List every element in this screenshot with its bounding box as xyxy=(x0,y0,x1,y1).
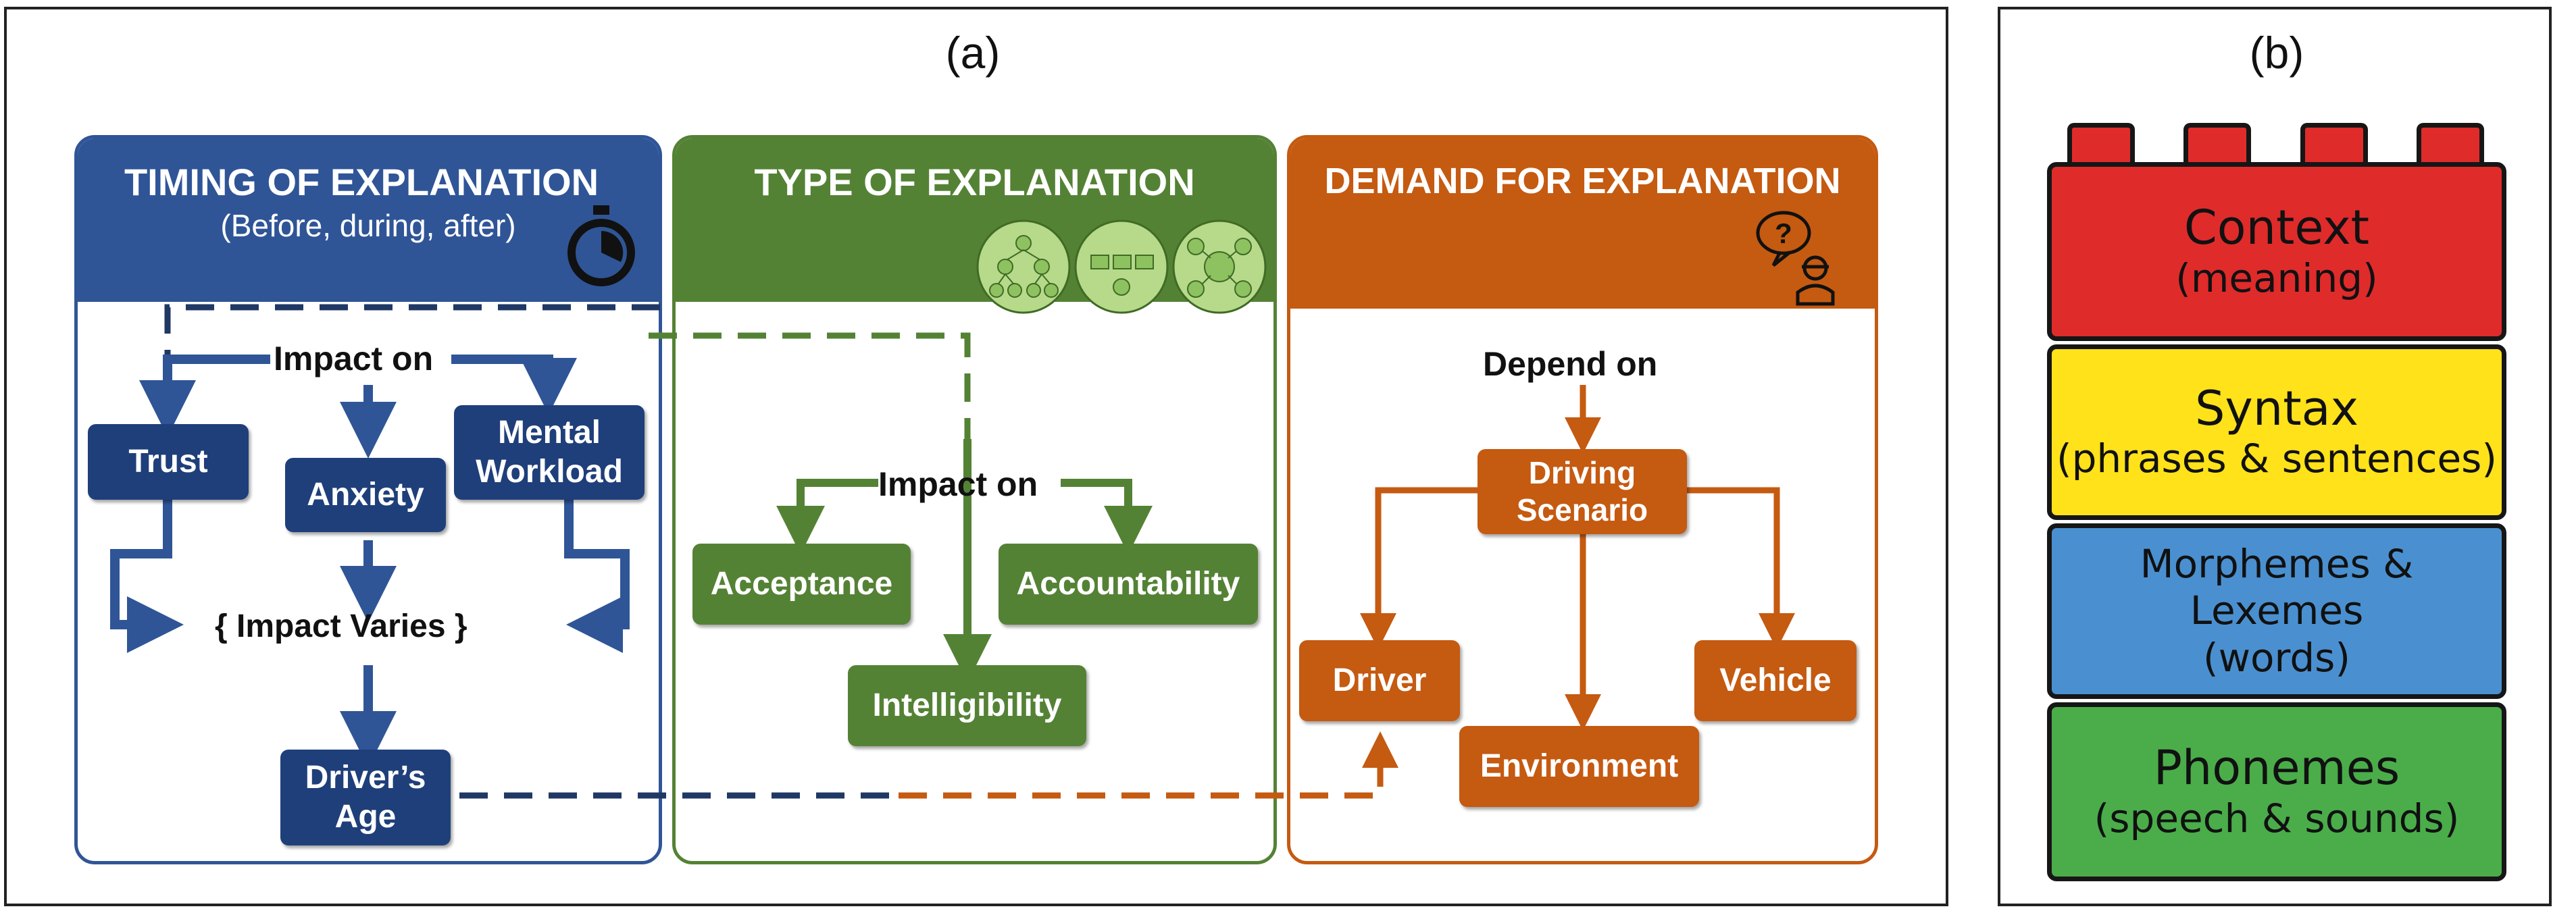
type-impact-on-label: Impact on xyxy=(878,465,1038,503)
mental-workload-box: Mental Workload xyxy=(454,405,645,500)
morphemes-sub: (words) xyxy=(2202,634,2351,681)
morphemes-layer: Morphemes & Lexemes (words) xyxy=(2047,523,2506,699)
anxiety-box: Anxiety xyxy=(285,458,446,532)
phonemes-title: Phonemes xyxy=(2153,740,2400,796)
svg-text:?: ? xyxy=(1775,217,1792,249)
vehicle-box: Vehicle xyxy=(1694,640,1857,721)
question-person-icon: ? xyxy=(1756,211,1835,306)
context-sub: (meaning) xyxy=(2175,255,2378,301)
driver-box: Driver xyxy=(1299,640,1460,721)
stopwatch-icon xyxy=(567,205,635,286)
syntax-sub: (phrases & sentences) xyxy=(2056,436,2498,482)
acceptance-box: Acceptance xyxy=(692,544,911,625)
intelligibility-box: Intelligibility xyxy=(848,665,1086,746)
driving-scenario-box: Driving Scenario xyxy=(1478,449,1687,534)
phonemes-layer: Phonemes (speech & sounds) xyxy=(2047,702,2506,881)
phonemes-sub: (speech & sounds) xyxy=(2094,795,2460,841)
timing-impact-on-label: Impact on xyxy=(274,340,434,377)
trust-box: Trust xyxy=(88,424,249,500)
timing-header xyxy=(78,138,659,302)
syntax-layer: Syntax (phrases & sentences) xyxy=(2047,344,2506,520)
morphemes-title: Morphemes & Lexemes xyxy=(2140,540,2414,634)
depend-on-label: Depend on xyxy=(1483,345,1658,383)
demand-title: DEMAND FOR EXPLANATION xyxy=(1324,161,1841,201)
context-layer: Context (meaning) xyxy=(2047,162,2506,341)
panel-b-label: (b) xyxy=(2249,28,2304,78)
timing-subtitle: (Before, during, after) xyxy=(220,208,516,243)
panel-a-label: (a) xyxy=(945,28,1001,78)
accountability-box: Accountability xyxy=(999,544,1258,625)
impact-varies-label: { Impact Varies } xyxy=(215,608,468,644)
syntax-title: Syntax xyxy=(2195,380,2358,436)
context-title: Context xyxy=(2183,200,2370,256)
type-title: TYPE OF EXPLANATION xyxy=(754,161,1195,203)
explanation-types-icon xyxy=(976,219,1267,314)
environment-box: Environment xyxy=(1459,726,1699,807)
demand-header xyxy=(1290,138,1875,309)
drivers-age-box: Driver’s Age xyxy=(280,750,451,845)
timing-title: TIMING OF EXPLANATION xyxy=(124,161,599,203)
